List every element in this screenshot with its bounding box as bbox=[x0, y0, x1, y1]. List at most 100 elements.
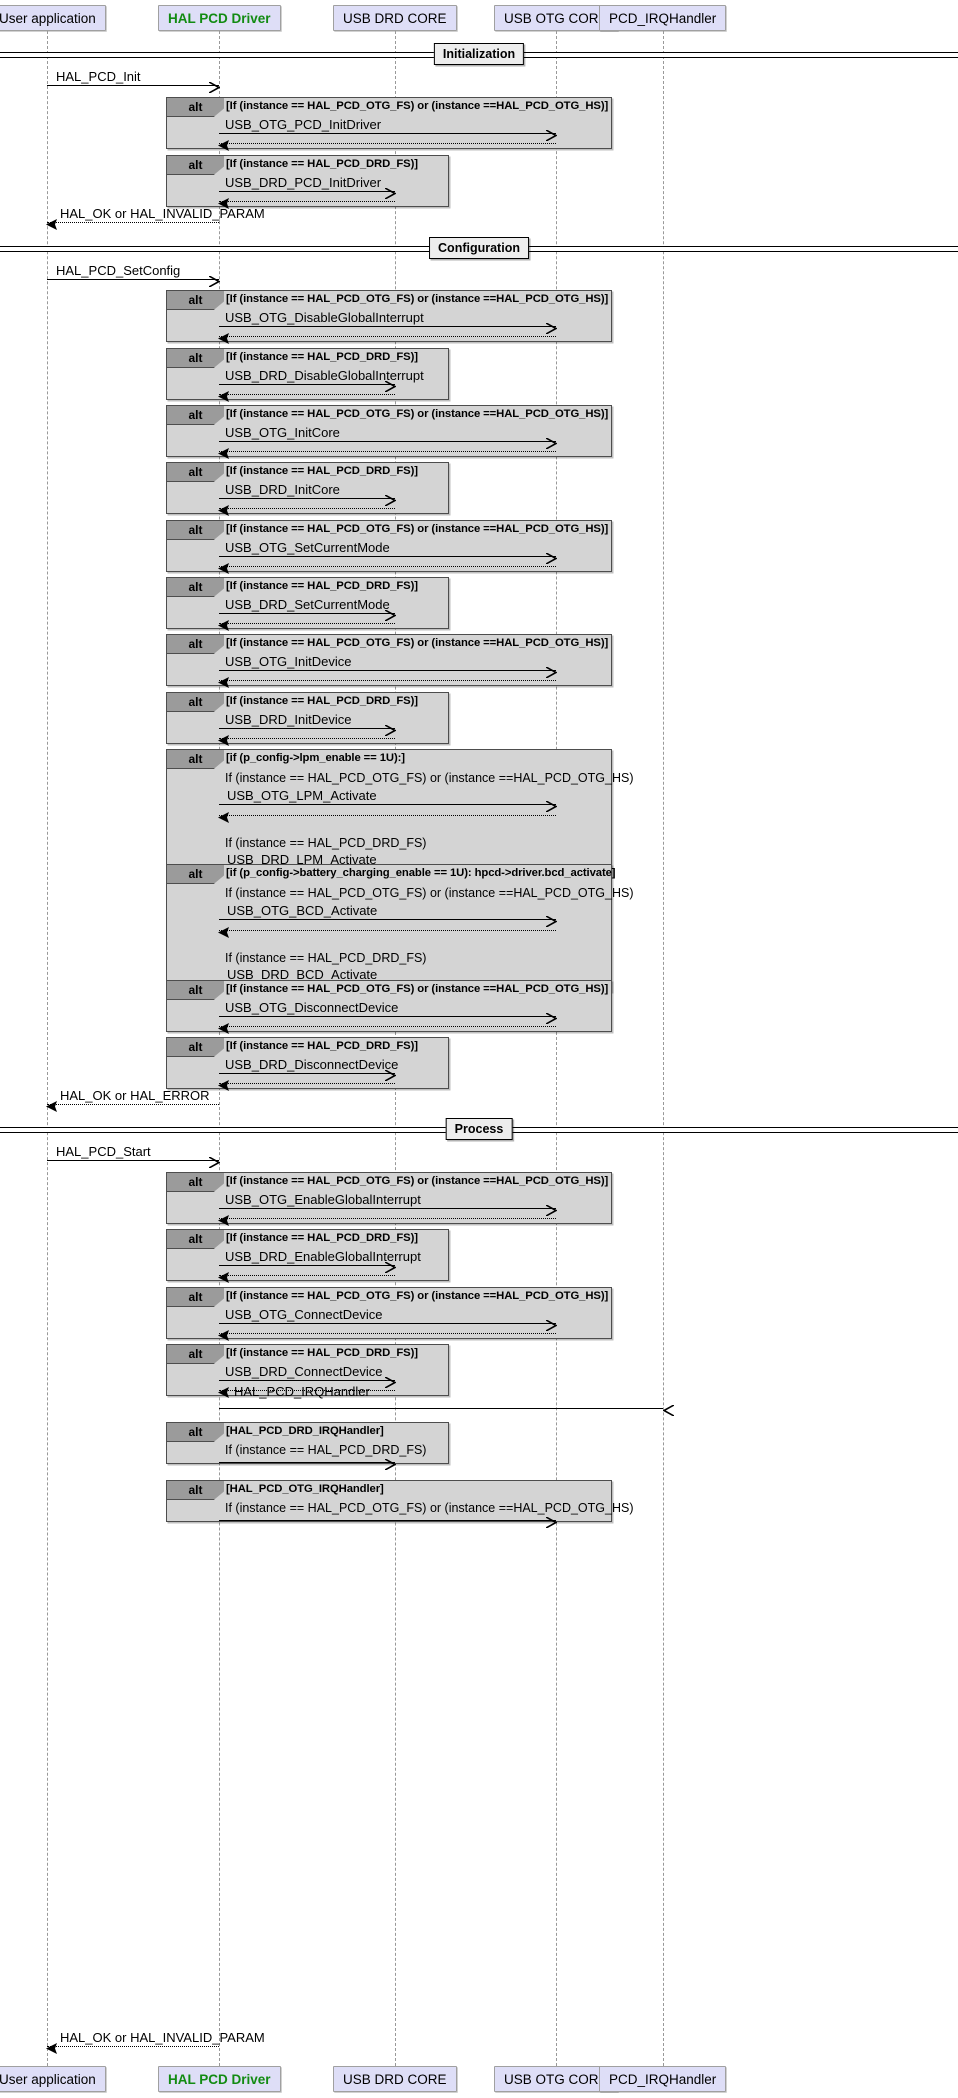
inline-condition-otg-bcd: If (instance == HAL_PCD_OTG_FS) or (inst… bbox=[225, 886, 634, 900]
return-drd_enableglobalinterrupt-arrowhead-icon bbox=[218, 1270, 230, 1283]
message-otg_bcd_activate-line bbox=[219, 919, 556, 920]
message-otg_initcore-arrowhead-icon bbox=[545, 436, 558, 450]
return-drd_initcore-arrowhead-icon bbox=[218, 503, 230, 516]
message-label-drd_setcurrentmode: USB_DRD_SetCurrentMode bbox=[225, 597, 390, 612]
message-otg_disconnectdevice-line bbox=[219, 1016, 556, 1017]
return-otg_setcurrentmode-arrowhead-icon bbox=[218, 561, 230, 574]
message-label-drd_initdevice: USB_DRD_InitDevice bbox=[225, 712, 352, 727]
message-label-otg_bcd_activate: USB_OTG_BCD_Activate bbox=[227, 903, 378, 918]
alt-fragment-otg_enableglobalinterrupt: alt bbox=[166, 1172, 612, 1224]
message-ret_init-line bbox=[47, 222, 219, 223]
return-drd_disableglobalinterrupt-arrowhead-icon bbox=[218, 389, 230, 402]
alt-fragment-tab: alt bbox=[167, 1288, 224, 1307]
message-label-drd_disableglobalinterrupt: USB_DRD_DisableGlobalInterrupt bbox=[225, 368, 424, 383]
lifeline-otg bbox=[556, 31, 557, 2066]
message-otg_pcd_initdriver-line bbox=[219, 133, 556, 134]
message-drd_pcd_initdriver-arrowhead-icon bbox=[384, 186, 397, 200]
alt-fragment-tab: alt bbox=[167, 291, 224, 310]
message-ret_config-arrowhead-icon bbox=[46, 1099, 58, 1112]
alt-fragment-tab: alt bbox=[167, 406, 224, 425]
alt-fragment-drd_setcurrentmode: alt bbox=[166, 577, 449, 629]
alt-fragment-condition: [If (instance == HAL_PCD_OTG_FS) or (ins… bbox=[226, 983, 609, 995]
alt-fragment-condition: [if (p_config->lpm_enable == 1U):] bbox=[226, 752, 405, 764]
alt-fragment-lpm: alt bbox=[166, 749, 612, 877]
return-otg_connectdevice-arrowhead-icon bbox=[218, 1328, 230, 1341]
message-otg_initdevice-line bbox=[219, 670, 556, 671]
alt-fragment-condition: [If (instance == HAL_PCD_DRD_FS)] bbox=[226, 465, 418, 477]
return-otg_pcd_initdriver-line bbox=[219, 143, 556, 144]
alt-fragment-tab: alt bbox=[167, 463, 224, 482]
inline-condition-drd_irq: If (instance == HAL_PCD_DRD_FS) bbox=[225, 1443, 427, 1457]
alt-fragment-otg_initcore: alt bbox=[166, 405, 612, 457]
message-otg_enableglobalinterrupt-arrowhead-icon bbox=[545, 1203, 558, 1217]
message-otg_pcd_initdriver-arrowhead-icon bbox=[545, 128, 558, 142]
alt-fragment-tab: alt bbox=[167, 349, 224, 368]
message-label-ret_config: HAL_OK or HAL_ERROR bbox=[60, 1088, 210, 1103]
message-drd_setcurrentmode-arrowhead-icon bbox=[384, 608, 397, 622]
message-hal_pcd_start-arrowhead-icon bbox=[208, 1155, 221, 1169]
message-label-hal_pcd_irqhandler: HAL_PCD_IRQHandler bbox=[234, 1384, 370, 1399]
alt-fragment-drd_irq: alt bbox=[166, 1422, 449, 1464]
alt-fragment-tab: alt bbox=[167, 578, 224, 597]
section-divider-label: Process bbox=[445, 1118, 513, 1140]
message-otg_enableglobalinterrupt-line bbox=[219, 1208, 556, 1209]
alt-fragment-condition: [if (p_config->battery_charging_enable =… bbox=[226, 867, 616, 879]
return-drd_enableglobalinterrupt-line bbox=[219, 1275, 395, 1276]
message-label-otg_initcore: USB_OTG_InitCore bbox=[225, 425, 340, 440]
message-ret_init-arrowhead-icon bbox=[46, 217, 58, 230]
message-drd_irq-line bbox=[219, 1462, 395, 1463]
alt-fragment-tab: alt bbox=[167, 98, 224, 117]
message-drd_connectdevice-line bbox=[219, 1380, 395, 1381]
return-otg_initdevice-line bbox=[219, 680, 556, 681]
message-otg_setcurrentmode-arrowhead-icon bbox=[545, 551, 558, 565]
alt-fragment-otg_disconnectdevice: alt bbox=[166, 980, 612, 1032]
message-label-drd_enableglobalinterrupt: USB_DRD_EnableGlobalInterrupt bbox=[225, 1249, 421, 1264]
alt-fragment-condition: [If (instance == HAL_PCD_OTG_FS) or (ins… bbox=[226, 637, 609, 649]
return-otg_lpm_activate-arrowhead-icon bbox=[218, 810, 230, 823]
alt-fragment-drd_pcd_initdriver: alt bbox=[166, 155, 449, 207]
message-drd_enableglobalinterrupt-arrowhead-icon bbox=[384, 1260, 397, 1274]
alt-fragment-condition: [If (instance == HAL_PCD_OTG_FS) or (ins… bbox=[226, 523, 609, 535]
alt-fragment-otg_disableglobalinterrupt: alt bbox=[166, 290, 612, 342]
message-drd_irq-arrowhead-icon bbox=[384, 1457, 397, 1471]
message-ret_process-line bbox=[47, 2046, 219, 2047]
return-drd_connectdevice-arrowhead-icon bbox=[218, 1385, 230, 1398]
message-otg_lpm_activate-line bbox=[219, 804, 556, 805]
message-ret_process-arrowhead-icon bbox=[46, 2041, 58, 2054]
message-label-drd_initcore: USB_DRD_InitCore bbox=[225, 482, 340, 497]
message-drd_disableglobalinterrupt-arrowhead-icon bbox=[384, 379, 397, 393]
message-label-drd_connectdevice: USB_DRD_ConnectDevice bbox=[225, 1364, 383, 1379]
message-otg_irq-arrowhead-icon bbox=[545, 1515, 558, 1529]
alt-fragment-otg_pcd_initdriver: alt bbox=[166, 97, 612, 149]
alt-fragment-drd_initcore: alt bbox=[166, 462, 449, 514]
alt-fragment-condition: [If (instance == HAL_PCD_OTG_FS) or (ins… bbox=[226, 408, 609, 420]
participant-box-drd-top: USB DRD CORE bbox=[333, 5, 457, 31]
alt-fragment-drd_disconnectdevice: alt bbox=[166, 1037, 449, 1089]
alt-fragment-tab: alt bbox=[167, 981, 224, 1000]
inline-condition-otg-lpm: If (instance == HAL_PCD_OTG_FS) or (inst… bbox=[225, 771, 634, 785]
alt-fragment-condition: [If (instance == HAL_PCD_OTG_FS) or (ins… bbox=[226, 1175, 609, 1187]
alt-fragment-condition: [If (instance == HAL_PCD_DRD_FS)] bbox=[226, 351, 418, 363]
return-drd_initdevice-arrowhead-icon bbox=[218, 733, 230, 746]
message-label-drd_bcd_activate: USB_DRD_BCD_Activate bbox=[227, 967, 378, 982]
section-divider-label: Configuration bbox=[429, 237, 529, 259]
message-label-ret_init: HAL_OK or HAL_INVALID_PARAM bbox=[60, 206, 265, 221]
alt-fragment-condition: [If (instance == HAL_PCD_DRD_FS)] bbox=[226, 1232, 418, 1244]
alt-fragment-otg_irq: alt bbox=[166, 1480, 612, 1522]
message-drd_initdevice-arrowhead-icon bbox=[384, 723, 397, 737]
return-otg_disableglobalinterrupt-line bbox=[219, 336, 556, 337]
lifeline-user bbox=[47, 31, 48, 2066]
alt-fragment-tab: alt bbox=[167, 750, 224, 769]
alt-fragment-otg_connectdevice: alt bbox=[166, 1287, 612, 1339]
alt-fragment-condition: [If (instance == HAL_PCD_DRD_FS)] bbox=[226, 695, 418, 707]
message-label-drd_lpm_activate: USB_DRD_LPM_Activate bbox=[227, 852, 377, 867]
alt-fragment-otg_setcurrentmode: alt bbox=[166, 520, 612, 572]
message-hal_pcd_init-arrowhead-icon bbox=[208, 80, 221, 94]
message-label-hal_pcd_setconfig: HAL_PCD_SetConfig bbox=[56, 263, 181, 278]
message-label-otg_disableglobalinterrupt: USB_OTG_DisableGlobalInterrupt bbox=[225, 310, 424, 325]
inline-condition-otg_irq: If (instance == HAL_PCD_OTG_FS) or (inst… bbox=[225, 1501, 634, 1515]
alt-fragment-drd_disableglobalinterrupt: alt bbox=[166, 348, 449, 400]
message-drd_disconnectdevice-arrowhead-icon bbox=[384, 1068, 397, 1082]
return-drd_connectdevice-line bbox=[219, 1390, 395, 1391]
participant-box-drd-bottom: USB DRD CORE bbox=[333, 2066, 457, 2092]
